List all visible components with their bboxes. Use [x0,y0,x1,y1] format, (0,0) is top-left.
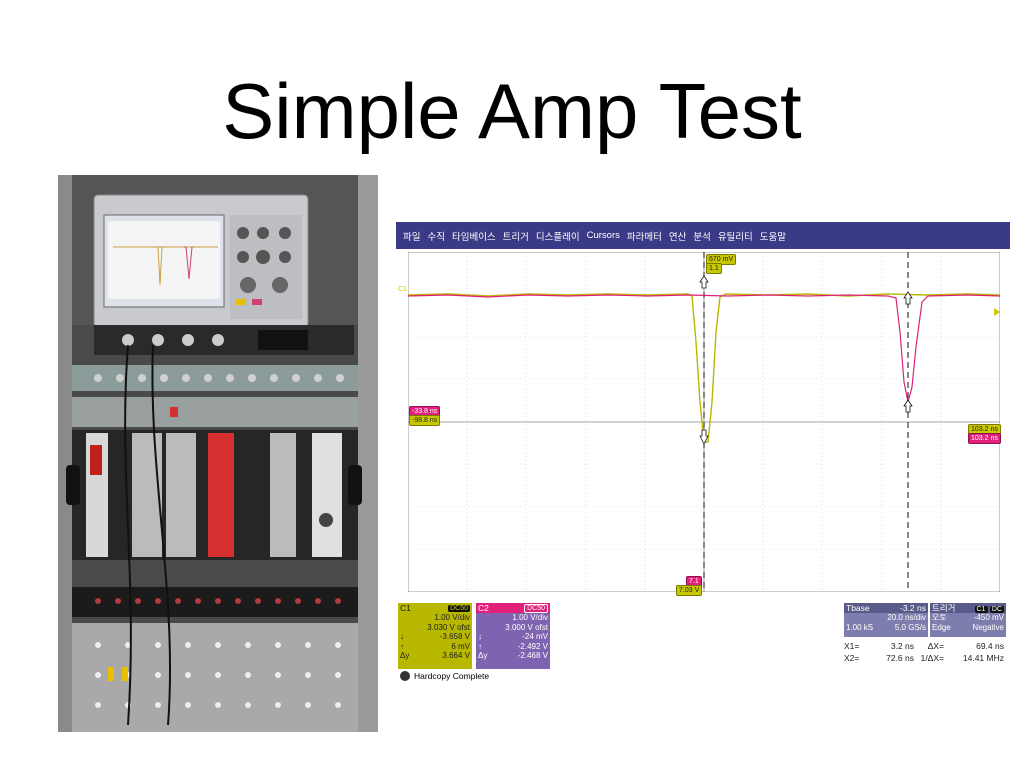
trigger-row: Edge Negative [930,623,1006,633]
timebase-delay: -3.2 ns [900,603,926,613]
cursor-x2-value: 72.6 ns [886,653,914,663]
timebase-panel[interactable]: Tbase -3.2 ns 20.0 ns/div 1.00 kS 5.0 GS/… [844,603,928,637]
trigger-coupling: DC [989,606,1004,613]
channel-2-row: ↑ -2.492 V [476,642,550,652]
oscilloscope-screen: 파일 수직 타임베이스 트리거 디스플레이 Cursors 파라메터 연산 분석… [396,222,1010,686]
channel-2-coupling: DC50 [524,603,548,613]
trigger-label: 트리거 [932,603,956,613]
c1-offset-marker: C1 [398,286,407,293]
channel-1-dy: 3.664 V [442,651,470,661]
channel-2-dy-key: Δy [478,651,488,661]
channel-1-panel[interactable]: C1 DC50 1.00 V/div 3.030 V ofst ↓ -3.658 … [398,603,472,669]
menu-item-trigger[interactable]: 트리거 [502,231,529,243]
channel-1-coupling: DC50 [448,604,470,612]
cursor-dx-label: ΔX= [927,641,944,651]
channel-1-header: C1 DC50 [398,603,472,613]
channel-1-name: C1 [400,603,411,613]
menu-item-timebase[interactable]: 타임베이스 [451,231,496,243]
trigger-mode: 오토 [932,613,947,622]
cursor-x1-label: X1= [844,641,860,651]
channel-1-dy-key: Δy [400,651,410,661]
channel-2-row: 3.000 V ofst [476,623,550,633]
channel-1-min: -3.658 V [439,632,470,642]
timebase-row: 1.00 kS 5.0 GS/s [844,623,928,633]
top-level-small-label: 1.1 [706,263,722,274]
menu-item-file[interactable]: 파일 [403,231,421,243]
timebase-label: Tbase [846,603,870,613]
status-line: Hardcopy Complete [400,671,489,681]
left-c2-time-label: -98.8 ns [409,415,441,426]
trigger-source: C1 [974,606,988,613]
channel-2-max-key: ↑ [478,641,482,651]
channel-1-row: ↑ 6 mV [398,642,472,652]
printer-icon [400,671,410,681]
timebase-rate: 5.0 GS/s [894,622,926,632]
bottom-c1-label: 7.03 V [676,585,703,596]
rack-photo-image [58,175,378,732]
channel-2-min: -24 mV [522,632,548,642]
channel-2-min-key: ↓ [478,632,482,642]
cursor-inv-dx-label: 1/ΔX= [920,653,944,663]
channel-1-vdiv: 1.00 V/div [434,613,470,622]
menu-item-parameters[interactable]: 파라메터 [626,231,662,243]
cursor-readout: X1= 3.2 ns ΔX= 69.4 ns X2= 72.6 ns 1/ΔX=… [844,640,1009,664]
channel-1-row: ↓ -3.658 V [398,632,472,642]
channel-1-max: 6 mV [451,641,470,651]
channel-1-row: 1.00 V/div [398,613,472,623]
menu-item-display[interactable]: 디스플레이 [535,231,580,243]
rack-photo [58,175,378,732]
cursor-x1-value: 3.2 ns [890,641,914,651]
menu-item-math[interactable]: 연산 [668,231,687,243]
timebase-div: 20.0 ns/div [887,613,926,622]
channel-2-dy: -2.468 V [517,651,548,661]
channel-2-row: Δy -2.468 V [476,651,550,661]
cursor-inv-dx-value: 14.41 MHz [962,653,1004,663]
channel-2-row: ↓ -24 mV [476,632,550,642]
channel-1-row: Δy 3.664 V [398,651,472,661]
channel-2-max: -2.492 V [517,641,548,651]
timebase-row: 20.0 ns/div [844,613,928,623]
scope-menubar: 파일 수직 타임베이스 트리거 디스플레이 Cursors 파라메터 연산 분석… [396,222,1010,249]
status-text: Hardcopy Complete [414,671,490,681]
trigger-panel[interactable]: 트리거 C1 DC 오토 -450 mV Edge Negative [930,603,1006,637]
channel-2-name: C2 [478,603,489,613]
waveform-svg [407,251,1001,598]
cursor-x2-label: X2= [844,653,860,663]
menu-item-cursors[interactable]: Cursors [586,230,620,241]
trigger-slope: Negative [972,622,1004,632]
menu-item-vertical[interactable]: 수직 [427,231,445,243]
cursor-row-1: X1= 3.2 ns ΔX= 69.4 ns [844,640,1009,652]
trigger-header: 트리거 C1 DC [930,603,1006,613]
waveform-grid[interactable] [407,251,1001,598]
menu-item-utilities[interactable]: 유틸리티 [717,231,753,243]
trigger-level: -450 mV [973,613,1004,622]
channel-2-panel[interactable]: C2 DC50 1.00 V/div 3.000 V ofst ↓-24 mV … [476,603,550,669]
channel-1-max-key: ↑ [400,641,404,651]
right-c2-time-label: 103.2 ns [968,433,1001,444]
slide-title: Simple Amp Test [222,67,802,155]
timebase-header: Tbase -3.2 ns [844,603,928,613]
cursor-row-2: X2= 72.6 ns 1/ΔX= 14.41 MHz [844,652,1009,664]
trigger-row: 오토 -450 mV [930,613,1006,623]
channel-1-row: 3.030 V ofst [398,623,472,633]
channel-2-row: 1.00 V/div [476,613,550,623]
menu-item-analysis[interactable]: 분석 [693,231,711,243]
channel-1-min-key: ↓ [400,632,404,642]
timebase-samples: 1.00 kS [846,622,874,632]
channel-2-vdiv: 1.00 V/div [512,613,548,622]
menu-item-help[interactable]: 도움말 [759,231,787,243]
channel-1-offset: 3.030 V ofst [427,622,470,632]
trigger-type: Edge [932,622,951,632]
channel-2-offset: 3.000 V ofst [505,622,548,632]
cursor-dx-value: 69.4 ns [976,641,1004,651]
channel-2-header: C2 DC50 [476,603,550,613]
